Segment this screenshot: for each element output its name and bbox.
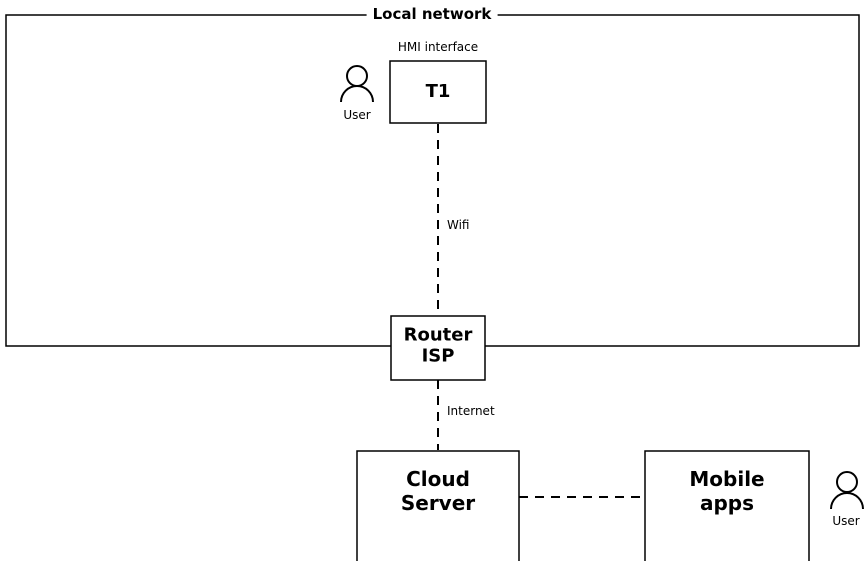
cloud-server-box[interactable] <box>356 450 520 561</box>
user-icon <box>340 65 374 103</box>
router-label-line2: ISP <box>421 345 455 366</box>
router-box[interactable] <box>390 315 486 381</box>
hmi-caption: HMI interface <box>397 40 479 54</box>
t1-label: T1 <box>425 81 451 103</box>
mobile-label-line2: apps <box>699 491 755 515</box>
user-icon <box>830 471 864 510</box>
local-user-label: User <box>343 108 371 122</box>
cloud-server-label: Cloud Server <box>401 467 475 515</box>
t1-box[interactable] <box>389 60 487 124</box>
cloud-label-line1: Cloud <box>406 467 470 491</box>
mobile-label-line1: Mobile <box>689 467 765 491</box>
mobile-apps-label: Mobile apps <box>689 467 764 515</box>
network-title: Local network <box>366 6 498 23</box>
mobile-user-label: User <box>832 514 860 528</box>
internet-label: Internet <box>447 404 495 418</box>
router-label: Router ISP <box>404 325 473 366</box>
router-label-line1: Router <box>403 324 473 346</box>
mobile-apps-box[interactable] <box>644 450 810 561</box>
cloud-label-line2: Server <box>400 491 476 515</box>
wifi-label: Wifi <box>447 218 470 232</box>
